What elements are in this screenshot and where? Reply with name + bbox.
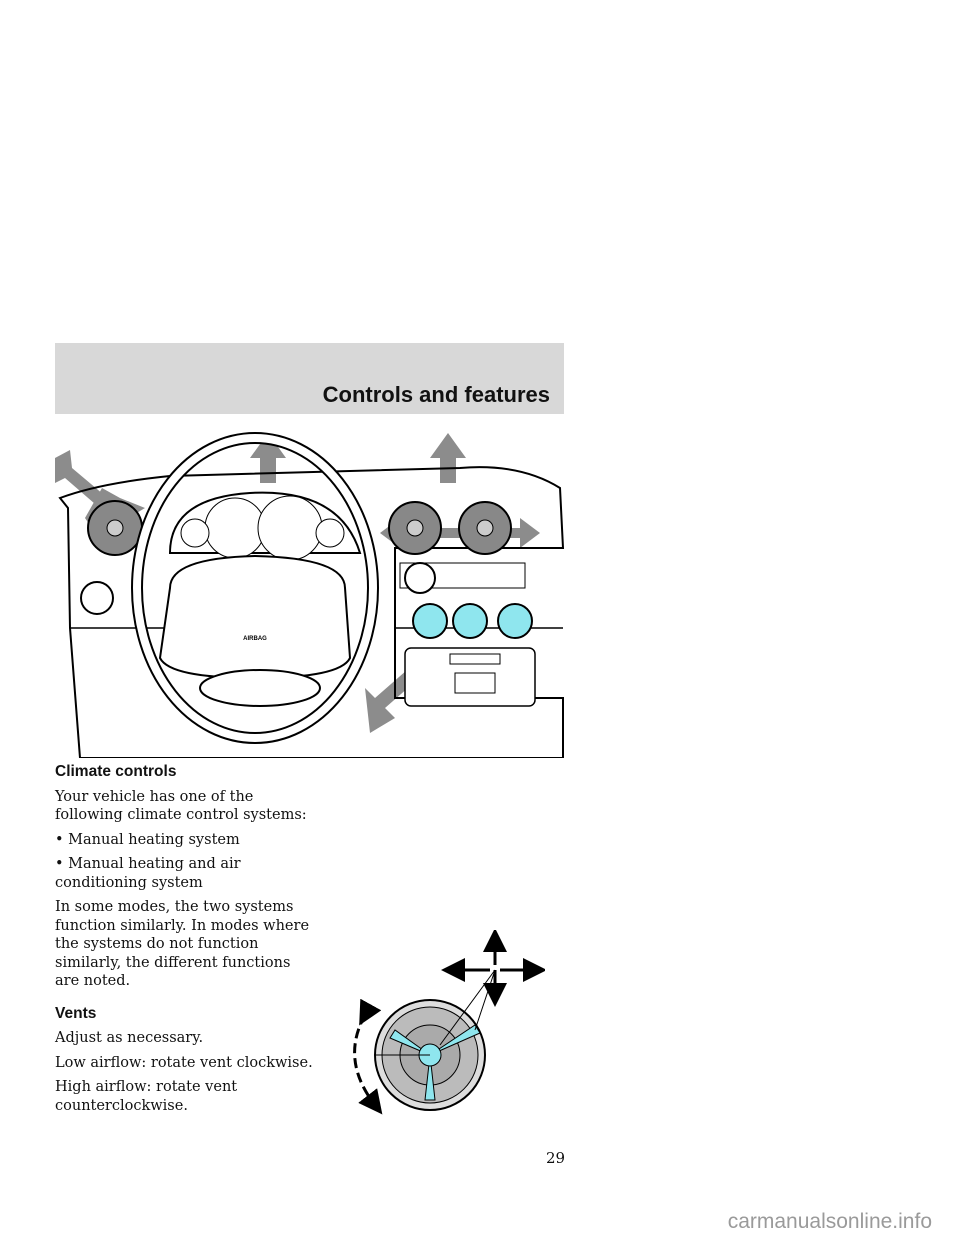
climate-note: In some modes, the two systems function … bbox=[55, 899, 310, 989]
bullet-item: • Manual heating and air conditioning sy… bbox=[55, 856, 241, 891]
climate-controls-heading: Climate controls bbox=[55, 763, 177, 780]
instrument-cluster bbox=[168, 491, 362, 561]
page-title: Controls and features bbox=[322, 382, 550, 407]
text-column: Climate controls Your vehicle has one of… bbox=[55, 763, 315, 1121]
bullet-text: Manual heating and air conditioning syst… bbox=[55, 856, 241, 891]
left-vent bbox=[87, 500, 143, 556]
radio-unit bbox=[404, 647, 536, 707]
vents-p3: High airflow: rotate vent counterclockwi… bbox=[55, 1079, 238, 1114]
bullet-item: • Manual heating system bbox=[55, 831, 240, 848]
bullet-text: Manual heating system bbox=[68, 831, 240, 848]
headlamp-switch bbox=[80, 581, 114, 615]
climate-knobs bbox=[399, 562, 533, 639]
airbag-label: AIRBAG bbox=[243, 636, 267, 642]
steering-wheel: AIRBAG bbox=[131, 432, 379, 744]
vents-p1: Adjust as necessary. bbox=[55, 1030, 204, 1046]
vent-adjustment-illustration bbox=[353, 930, 545, 1115]
page-number: 29 bbox=[546, 1149, 566, 1167]
watermark: carmanualsonline.info bbox=[727, 1210, 932, 1233]
vents-p2: Low airflow: rotate vent clockwise. bbox=[55, 1054, 313, 1071]
section-header-band: Controls and features bbox=[55, 343, 564, 414]
center-vents bbox=[388, 501, 512, 555]
dashboard-illustration: AIRBAG bbox=[55, 432, 565, 758]
climate-intro: Your vehicle has one of the following cl… bbox=[55, 788, 307, 824]
vents-heading: Vents bbox=[55, 1004, 97, 1022]
